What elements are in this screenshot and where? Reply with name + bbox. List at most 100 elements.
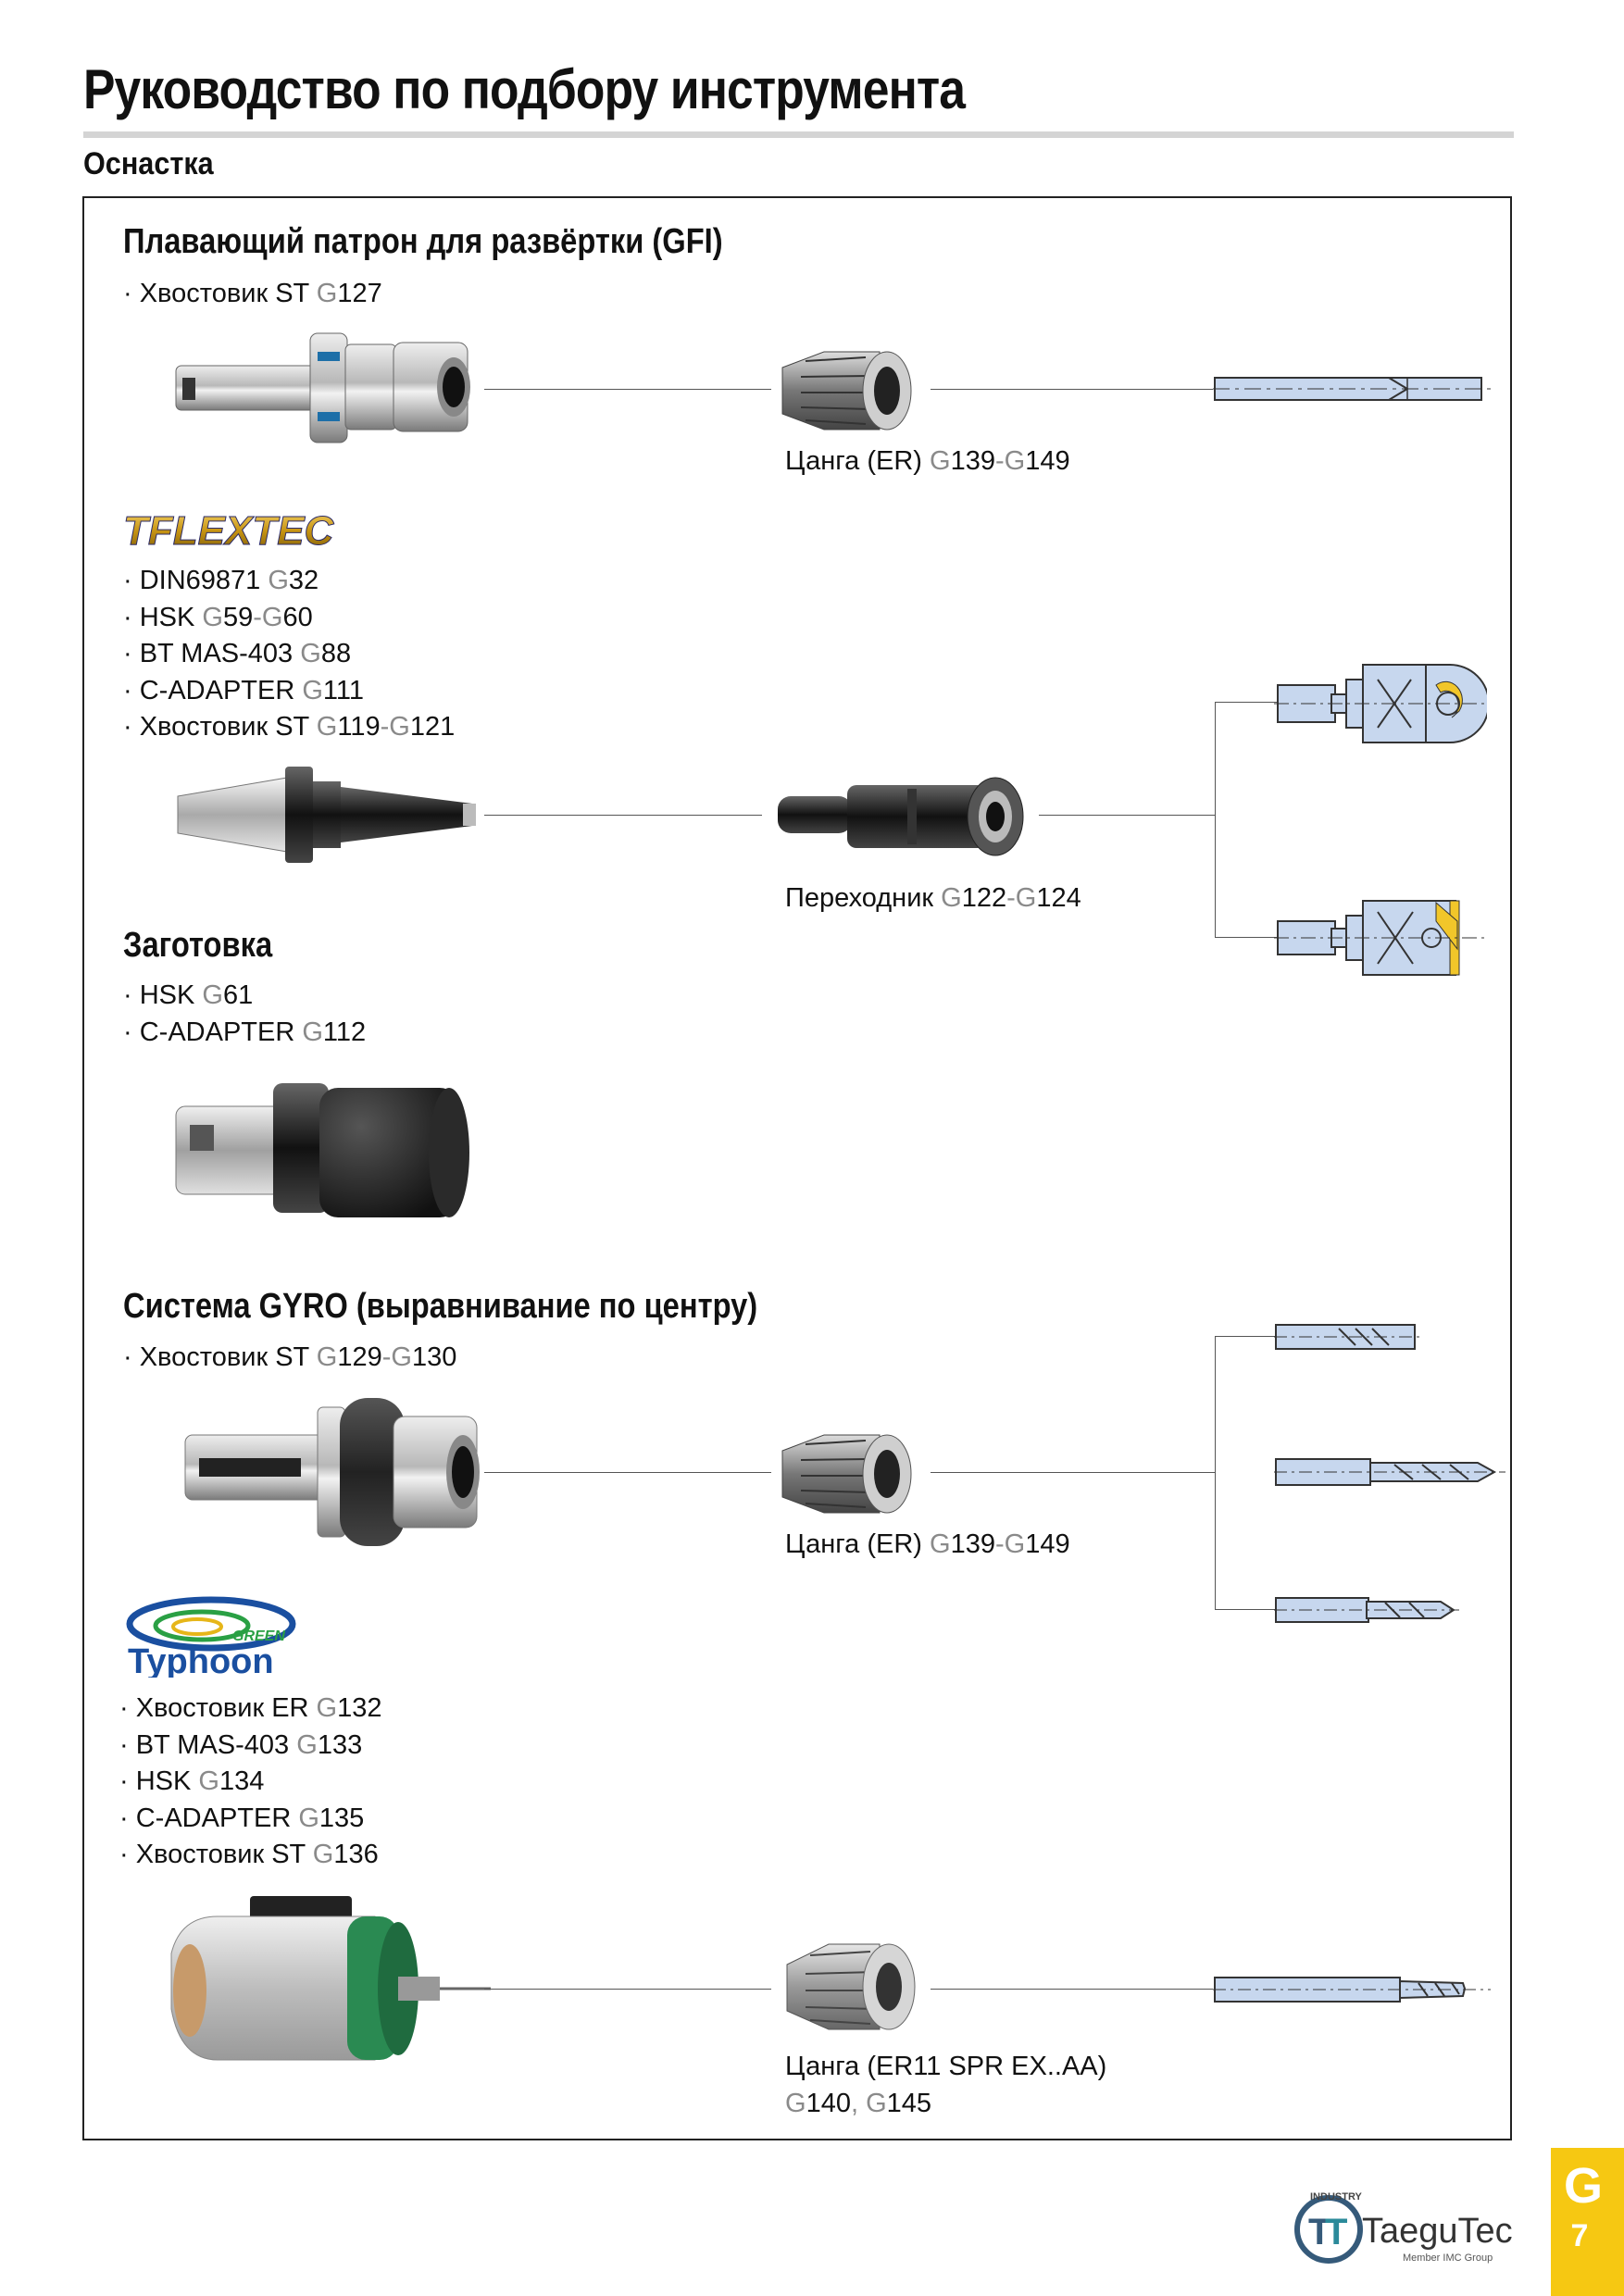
- blank-list: · HSK G61· C-ADAPTER G112: [123, 978, 366, 1051]
- item-label: Цанга (ER11 SPR EX..AA): [785, 2052, 1107, 2081]
- page-ref-prefix: -G: [253, 602, 283, 632]
- gyro-list: · Хвостовик ST G129-G130: [123, 1340, 456, 1377]
- flextec-logo-text: TFLEXTEC: [123, 509, 335, 554]
- page-ref-prefix: G: [316, 1342, 338, 1372]
- flextec-connector-line: [484, 815, 762, 816]
- page-ref-prefix: G: [316, 279, 338, 308]
- typhoon-logo-main: Typhoon: [128, 1642, 274, 1678]
- ball-mill-head-image: [1274, 664, 1487, 743]
- micro-endmill-tool-image: [1213, 1977, 1491, 2003]
- caption-line: Цанга (ER11 SPR EX..AA): [785, 2048, 1106, 2085]
- page-ref-prefix: -G: [1006, 883, 1037, 913]
- flextec-adapter-image: [778, 777, 1024, 856]
- reamer-tool-image: [1213, 377, 1491, 401]
- page-ref-prefix: G: [202, 602, 223, 632]
- page-ref-prefix: G: [941, 883, 962, 913]
- page-ref-number: 119: [337, 712, 381, 742]
- page-ref-prefix: G: [930, 1529, 951, 1559]
- svg-text:T: T: [1308, 2212, 1330, 2252]
- list-item: · DIN69871 G32: [123, 563, 455, 600]
- brand-sub: Member IMC Group: [1403, 2252, 1493, 2264]
- page-ref-prefix: , G: [850, 2089, 887, 2118]
- list-item: · Хвостовик ST G129-G130: [123, 1340, 456, 1377]
- flextec-branch-top: [1215, 702, 1278, 703]
- brand-name: TaeguTec: [1362, 2212, 1513, 2251]
- item-label: · DIN69871: [123, 566, 269, 595]
- list-item: · Хвостовик ER G132: [119, 1691, 382, 1728]
- gyro-connector-line: [484, 1472, 771, 1473]
- square-mill-head-image: [1274, 900, 1487, 976]
- page-ref-number: 135: [319, 1803, 365, 1833]
- page-ref-number: 139: [950, 1529, 995, 1559]
- page-ref-prefix: G: [930, 446, 951, 476]
- page-ref-prefix: G: [312, 1840, 334, 1869]
- page-number: 7: [1570, 2218, 1589, 2253]
- page-ref-prefix: G: [300, 639, 321, 668]
- flextec-branch-bottom: [1215, 937, 1278, 938]
- page-ref-prefix: G: [202, 980, 223, 1010]
- page-ref-number: 149: [1025, 446, 1070, 476]
- gyro-holder-image: [184, 1398, 480, 1546]
- list-item: · C-ADAPTER G135: [119, 1801, 382, 1838]
- page-ref-number: 139: [950, 446, 995, 476]
- list-item: · BT MAS-403 G133: [119, 1728, 382, 1765]
- typhoon-logo-small: GREEN: [232, 1628, 285, 1644]
- page-ref-number: 130: [411, 1342, 457, 1372]
- page-ref-number: 132: [337, 1693, 382, 1723]
- list-item: · HSK G61: [123, 978, 366, 1015]
- gyro-connector-line-2: [931, 1472, 1215, 1473]
- caption-line: Цанга (ER) G139-G149: [785, 1526, 1070, 1563]
- flextec-holder-image: [177, 767, 476, 863]
- list-item: · Хвостовик ST G127: [123, 276, 382, 313]
- blank-holder-image: [175, 1083, 469, 1217]
- typhoon-collet-image: [786, 1943, 916, 2030]
- gfi-title: Плавающий патрон для развёртки (GFI): [123, 222, 723, 261]
- typhoon-connector-line-2: [931, 1989, 1213, 1990]
- gyro-collet-image: [781, 1434, 912, 1514]
- page-ref-number: 112: [322, 1017, 367, 1047]
- gfi-list: · Хвостовик ST G127: [123, 276, 382, 313]
- page-ref-number: 136: [333, 1840, 379, 1869]
- page-ref-number: 129: [337, 1342, 382, 1372]
- item-label: · Хвостовик ER: [119, 1693, 317, 1723]
- page-title: Руководство по подбору инструмента: [83, 58, 966, 120]
- page-ref-prefix: -G: [994, 446, 1026, 476]
- page-ref-number: 32: [288, 566, 319, 595]
- typhoon-collet-caption: Цанга (ER11 SPR EX..AA)G140, G145: [785, 2048, 1106, 2122]
- flextec-adapter-caption: Переходник G122-G124: [785, 880, 1081, 917]
- gfi-connector-line: [484, 389, 771, 390]
- page-ref-number: 149: [1025, 1529, 1070, 1559]
- page-ref-number: 88: [320, 639, 352, 668]
- item-label: · HSK: [123, 980, 203, 1010]
- caption-line: Переходник G122-G124: [785, 880, 1081, 917]
- title-divider: [83, 131, 1514, 138]
- page-ref-prefix: G: [198, 1766, 219, 1796]
- list-item: · C-ADAPTER G111: [123, 673, 455, 710]
- item-label: · C-ADAPTER: [119, 1803, 299, 1833]
- brand-top: INDUSTRY: [1310, 2191, 1362, 2202]
- gyro-branch-top: [1215, 1336, 1278, 1337]
- page-ref-number: 134: [219, 1766, 265, 1796]
- list-item: · Хвостовик ST G119-G121: [123, 709, 455, 746]
- section-subtitle: Оснастка: [83, 146, 214, 181]
- item-label: · C-ADAPTER: [123, 675, 303, 705]
- item-label: · HSK: [123, 602, 203, 632]
- page-ref-number: 140: [806, 2089, 851, 2118]
- page-ref-prefix: G: [296, 1729, 318, 1760]
- item-label: Переходник: [785, 883, 942, 913]
- page-ref-number: 111: [322, 675, 364, 705]
- gyro-branch-line: [1215, 1336, 1216, 1609]
- gfi-shank-holder-image: [175, 332, 470, 443]
- list-item: · C-ADAPTER G112: [123, 1015, 366, 1052]
- item-label: Цанга (ER): [785, 446, 931, 476]
- page-ref-number: 145: [886, 2089, 932, 2118]
- list-item: · BT MAS-403 G88: [123, 636, 455, 673]
- page-ref-prefix: G: [316, 712, 338, 742]
- content-frame: [82, 196, 1512, 2140]
- list-item: · HSK G134: [119, 1764, 382, 1801]
- flextec-logo: TFLEXTEC: [123, 509, 335, 554]
- endmill-tool-image: [1274, 1324, 1422, 1350]
- flextec-list: · DIN69871 G32· HSK G59-G60· BT MAS-403 …: [123, 563, 455, 746]
- page-ref-number: 124: [1036, 883, 1081, 913]
- gfi-connector-line-2: [931, 389, 1213, 390]
